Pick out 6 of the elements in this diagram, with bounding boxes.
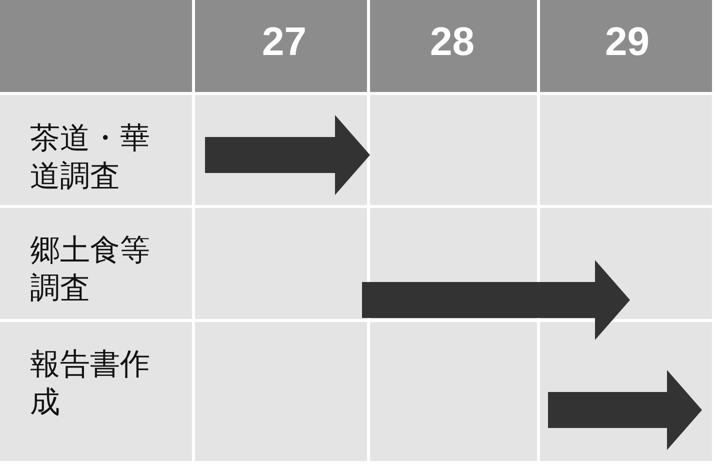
row-label: 茶道・華道調査 bbox=[30, 120, 150, 196]
column-header: 28 bbox=[430, 20, 474, 65]
row-label: 郷土食等調査 bbox=[30, 232, 150, 308]
column-header: 27 bbox=[262, 20, 306, 65]
row-label: 報告書作成 bbox=[30, 346, 150, 422]
column-header: 29 bbox=[605, 20, 650, 65]
